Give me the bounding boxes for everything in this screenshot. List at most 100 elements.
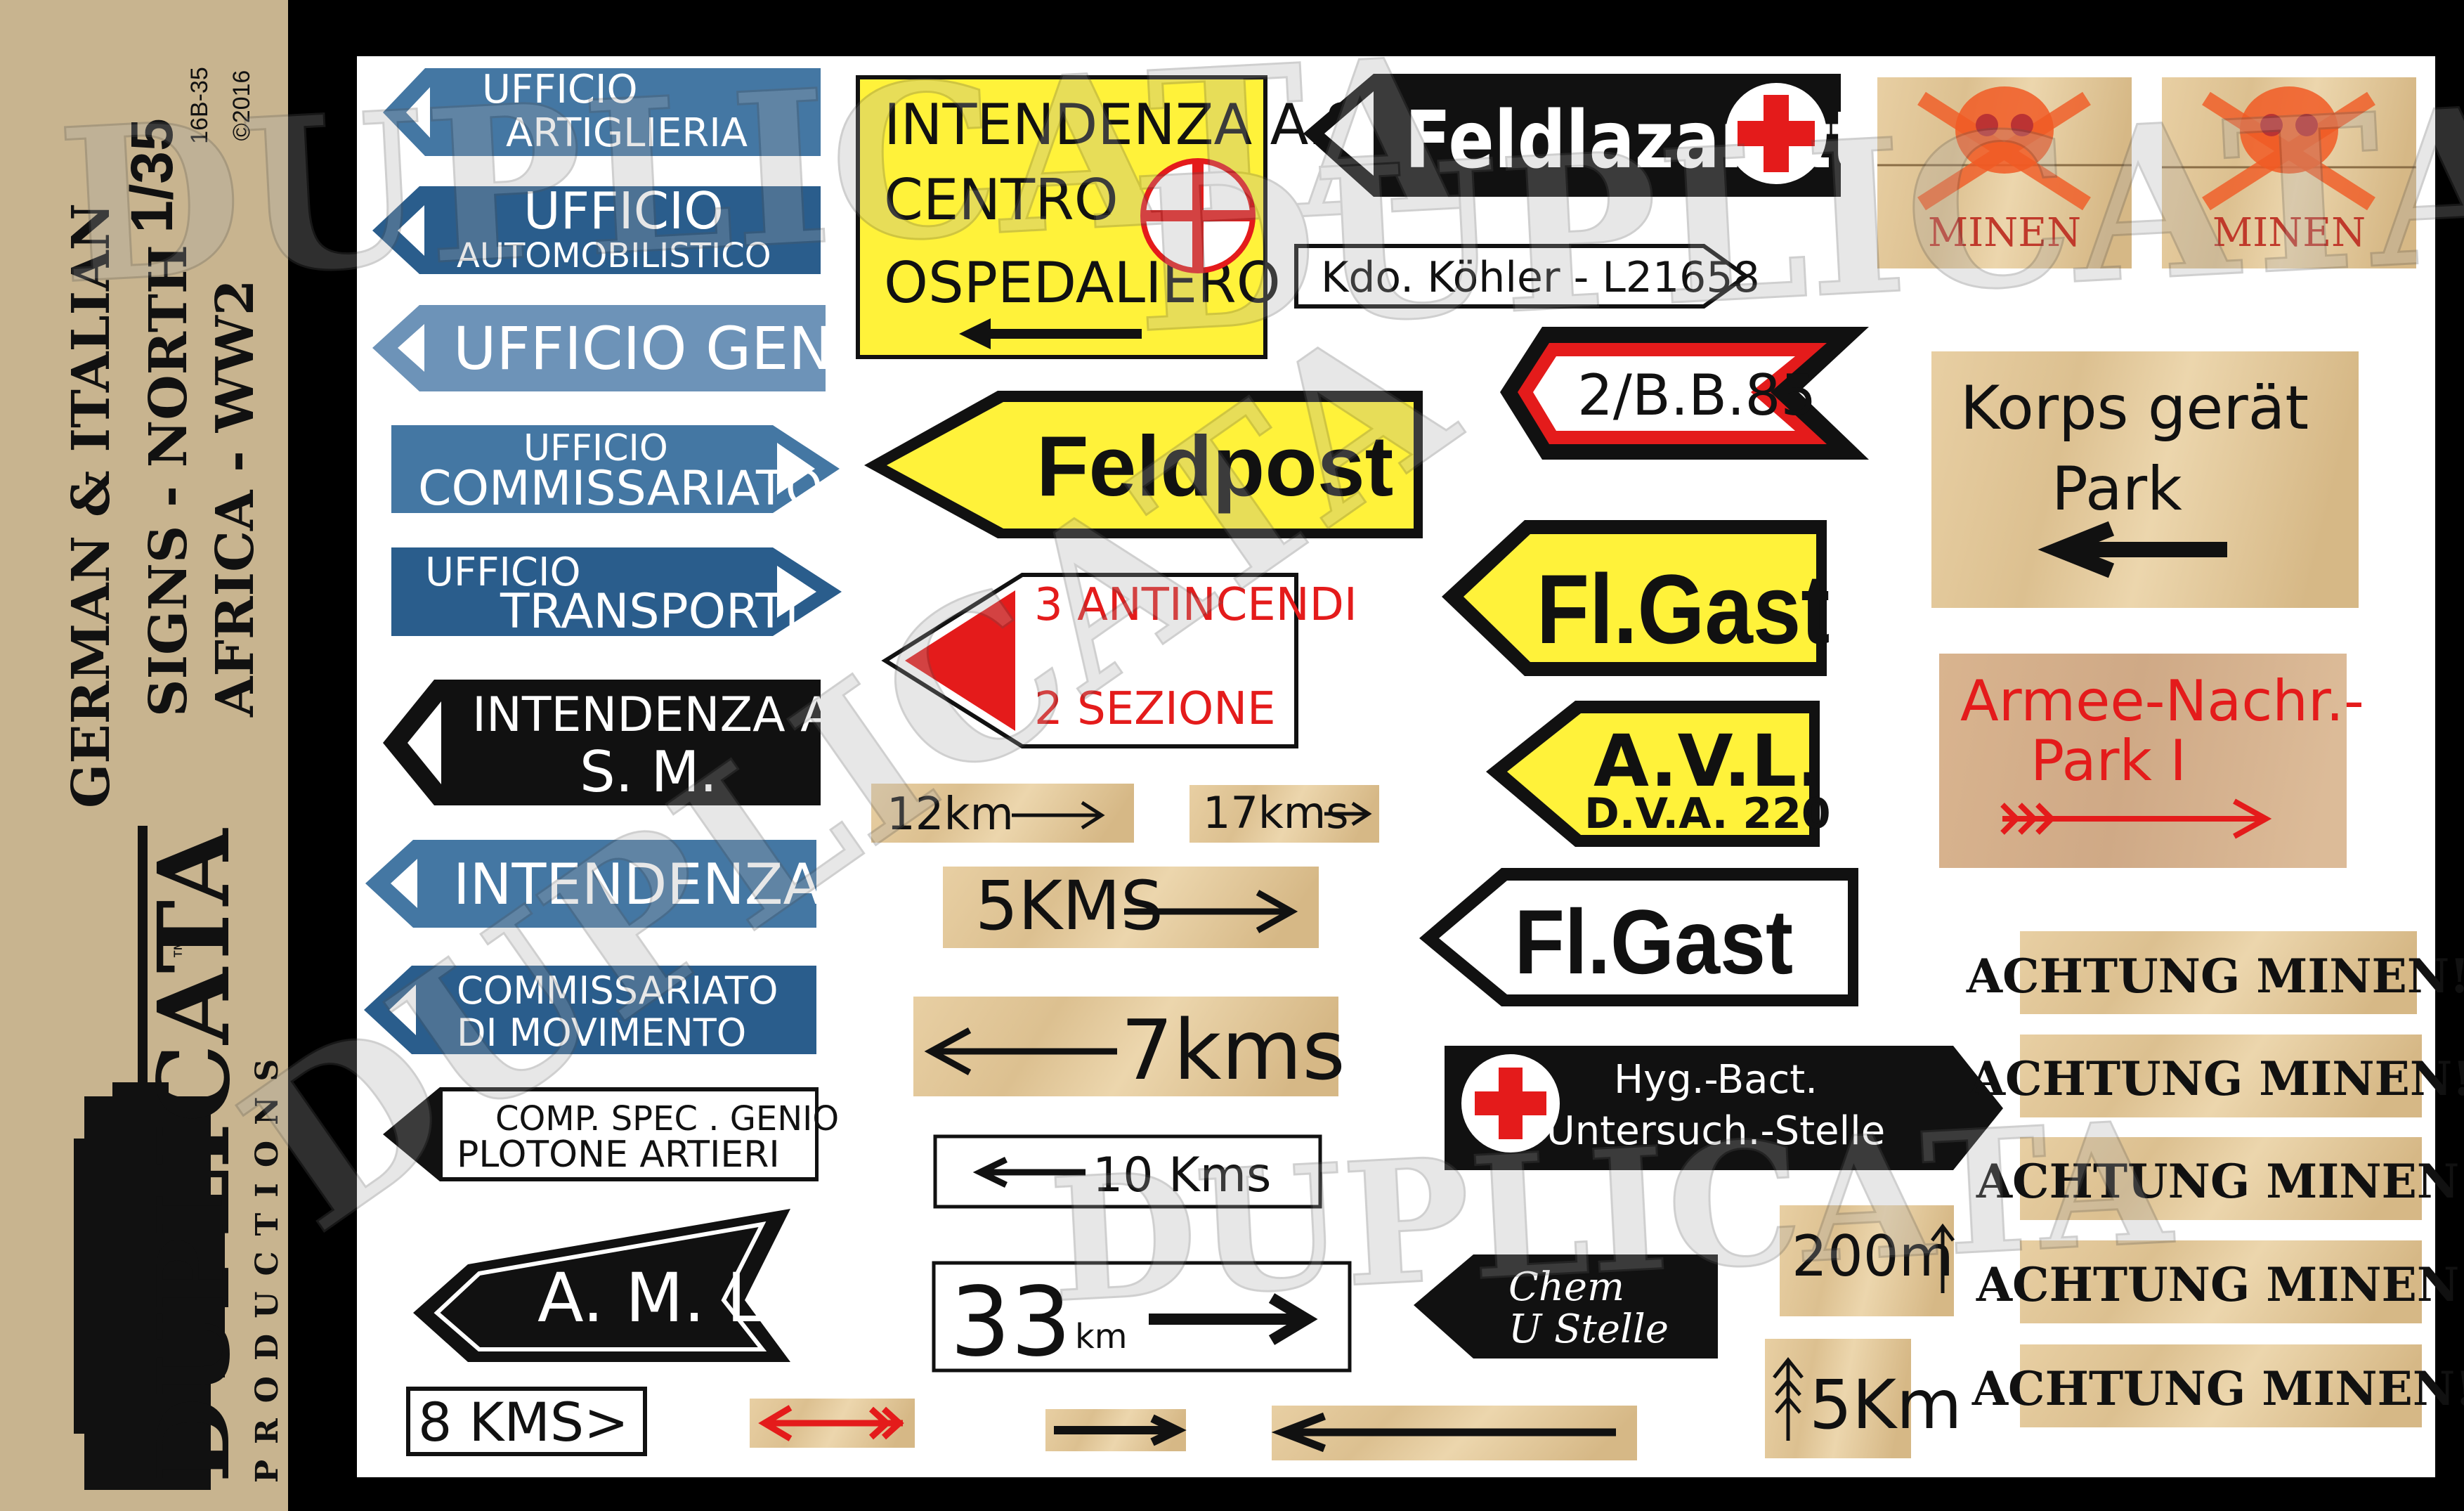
svg-text:D.V.A. 220: D.V.A. 220 (1584, 789, 1831, 838)
sign-kdo-kohler: Kdo. Köhler - L21658 (1294, 244, 1760, 309)
achtung-minen-group: ACHTUNG MINEN! ACHTUNG MINEN! ACHTUNG MI… (1966, 931, 2464, 1427)
svg-text:COMMISSARIATO: COMMISSARIATO (457, 968, 778, 1013)
left-arrow-icon (959, 318, 1142, 349)
sign-bb85: 2/B.B.85 (1500, 327, 1869, 460)
intendenza-as-label: INTENDENZA A.S. (453, 852, 949, 917)
kohler-label: Kdo. Köhler - L21658 (1321, 253, 1760, 302)
sign-antincendi: 3 ANTINCENDI 2 SEZIONE (881, 573, 1357, 748)
svg-text:Chem: Chem (1508, 1264, 1624, 1310)
svg-text:UFFICIO: UFFICIO (482, 67, 638, 112)
svg-text:Park: Park (2052, 454, 2182, 524)
plaque-7kms: 7kms (913, 997, 1345, 1098)
plaque-33km: 33 km (932, 1261, 1352, 1378)
svg-text:Fl.Gast: Fl.Gast (1515, 891, 1794, 993)
plaque-5km-up: 5Km (1765, 1339, 1962, 1458)
title-line-3: AFRICA - WW2 (205, 280, 266, 718)
sign-comp-spec-genio: COMP. SPEC . GENIO PLOTONE ARTIERI (383, 1087, 839, 1181)
svg-text:7kms: 7kms (1121, 1001, 1345, 1098)
achtung-plank-1 (2020, 931, 2417, 1014)
red-arrow-icon (758, 1405, 904, 1441)
svg-text:5Km: 5Km (1809, 1366, 1962, 1444)
sign-commissariato-movimento: COMMISSARIATO DI MOVIMENTO (364, 966, 816, 1055)
plaque-10kms: 10 Kms (933, 1134, 1322, 1209)
sign-8kms: 8 KMS> (406, 1387, 647, 1456)
genio-label: UFFICIO GENIO (453, 314, 897, 383)
kms8-label: 8 KMS> (418, 1391, 629, 1453)
svg-text:U Stelle: U Stelle (1508, 1306, 1669, 1352)
svg-text:UFFICIO: UFFICIO (425, 550, 581, 595)
svg-text:PLOTONE ARTIERI: PLOTONE ARTIERI (457, 1134, 780, 1176)
svg-text:200m: 200m (1792, 1224, 1954, 1289)
svg-text:3 ANTINCENDI: 3 ANTINCENDI (1034, 579, 1357, 631)
plaque-17kms: 17kms (1189, 785, 1379, 843)
svg-text:33: 33 (950, 1267, 1071, 1378)
svg-text:CENTRO: CENTRO (884, 167, 1119, 233)
svg-text:Untersuch.-Stelle: Untersuch.-Stelle (1546, 1108, 1885, 1154)
right-arrow-icon (1124, 890, 1298, 933)
achtung-plank-3 (2020, 1137, 2422, 1220)
brand-logo-text: DUPLICATA (137, 827, 252, 1483)
left-arrow-icon (924, 1027, 1117, 1075)
svg-text:TRANSPORTI: TRANSPORTI (500, 584, 799, 640)
tank-silhouette-icon (74, 826, 225, 1490)
skull-icon (1955, 86, 2054, 174)
svg-text:COMP. SPEC . GENIO: COMP. SPEC . GENIO (495, 1099, 839, 1139)
sign-ufficio-transporti: UFFICIO TRANSPORTI (391, 547, 842, 640)
svg-text:10 Kms: 10 Kms (1093, 1148, 1271, 1203)
achtung-plank-2 (2020, 1035, 2422, 1117)
title-line-1: GERMAN & ITALIAN (61, 203, 122, 808)
aml-label: A. M. L. (537, 1259, 786, 1337)
svg-text:ACHTUNG MINEN!: ACHTUNG MINEN! (1966, 949, 2464, 1004)
plaque-red-arrow (750, 1399, 915, 1448)
plaque-5kms: 5KMS (943, 867, 1319, 948)
plaque-12km: 12km (871, 784, 1134, 843)
svg-text:ACHTUNG MINEN!: ACHTUNG MINEN! (1971, 1361, 2464, 1416)
svg-text:INTENDENZA A.S.: INTENDENZA A.S. (472, 687, 893, 743)
up-arrow-icon (1931, 1223, 1955, 1293)
svg-text:Fl.Gast: Fl.Gast (1537, 555, 1830, 664)
achtung-plank-4 (2020, 1240, 2422, 1323)
sign-centro-ospedaliero: INTENDENZA A.S. CENTRO OSPEDALIERO (856, 75, 1379, 359)
sign-ufficio-commissariato: UFFICIO COMMISSARIATO (391, 425, 840, 517)
plaque-black-arrow (1045, 1409, 1187, 1451)
red-arrow-icon (2000, 798, 2272, 839)
svg-text:Hyg.-Bact.: Hyg.-Bact. (1614, 1057, 1818, 1103)
bb85-label: 2/B.B.85 (1577, 363, 1816, 428)
svg-text:S. M.: S. M. (580, 739, 717, 805)
svg-text:A.V.L.: A.V.L. (1593, 720, 1824, 803)
left-arrow-icon (972, 1156, 1086, 1188)
svg-text:DI MOVIMENTO: DI MOVIMENTO (457, 1011, 746, 1055)
right-arrow-icon (1012, 800, 1105, 830)
svg-text:ACHTUNG MINEN!: ACHTUNG MINEN! (1976, 1154, 2464, 1209)
svg-text:UFFICIO: UFFICIO (523, 427, 668, 469)
svg-text:INTENDENZA A.S.: INTENDENZA A.S. (884, 92, 1379, 157)
feldpost-label: Feldpost (1036, 418, 1393, 514)
sign-intendenza-sm: INTENDENZA A.S. S. M. (383, 680, 893, 805)
sign-feldlazarett: Feldlazarett (1303, 74, 1864, 197)
plaque-long-arrow (1271, 1406, 1637, 1460)
svg-text:5KMS: 5KMS (975, 867, 1163, 945)
sign-ufficio-artiglieria: UFFICIO ARTIGLIERIA (383, 67, 821, 156)
svg-text:MINEN: MINEN (1928, 210, 2081, 256)
sign-minen-skull-2: MINEN (2162, 77, 2416, 268)
sign-armee-nachr-park: Armee-Nachr.- Park I (1939, 654, 2364, 868)
brand-subtitle: PRODUCTIONS (249, 1044, 285, 1483)
svg-text:ACHTUNG MINEN!: ACHTUNG MINEN! (1969, 1051, 2464, 1106)
achtung-plank-5 (2020, 1344, 2422, 1427)
svg-text:ARTIGLIERIA: ARTIGLIERIA (506, 110, 748, 156)
svg-text:12km: 12km (887, 789, 1014, 841)
copyright: ©2016 (228, 70, 255, 141)
sign-minen-skull-1: MINEN (1877, 77, 2132, 268)
sign-ufficio-automobilistico: UFFICIO AUTOMOBILISTICO (372, 181, 821, 275)
left-arrow-icon (2038, 521, 2227, 578)
svg-text:17kms: 17kms (1203, 787, 1349, 838)
skull-icon (2240, 86, 2338, 174)
sign-avl: A.V.L. D.V.A. 220 (1486, 701, 1831, 847)
sign-feldpost: Feldpost (864, 391, 1423, 538)
svg-text:Korps gerät: Korps gerät (1960, 373, 2309, 443)
up-arrow-icon (1773, 1356, 1804, 1441)
trademark-mark: ™ (170, 938, 193, 959)
sign-chem-stelle: Chem U Stelle (1414, 1254, 1718, 1358)
